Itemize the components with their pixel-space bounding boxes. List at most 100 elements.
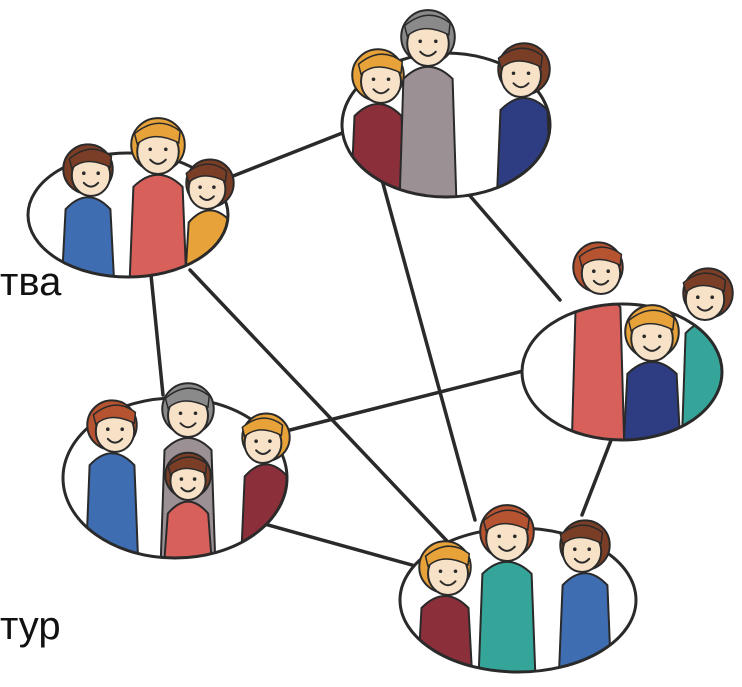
- person-head: [559, 519, 611, 573]
- person-head: [682, 267, 734, 321]
- person-torso: [570, 304, 626, 440]
- person-head: [497, 42, 551, 98]
- person-eye: [254, 439, 258, 443]
- person-torso: [162, 500, 214, 558]
- person-eye: [386, 77, 391, 82]
- person-eye: [587, 547, 591, 551]
- person-eye: [164, 147, 168, 152]
- person-eye: [658, 334, 662, 339]
- person-head: [400, 9, 456, 67]
- person-head: [130, 117, 186, 175]
- person-mouth: [643, 345, 661, 352]
- person-mouth: [199, 195, 215, 202]
- person-eye: [592, 269, 596, 274]
- person-eye: [179, 477, 184, 481]
- person-torso: [128, 173, 188, 277]
- person-fringe: [241, 417, 284, 438]
- connection-lines: [148, 128, 617, 572]
- person-eye: [192, 477, 197, 481]
- connection-line: [148, 263, 165, 397]
- person-fringe: [68, 148, 113, 170]
- person-eye: [434, 39, 438, 44]
- person-fringe: [424, 545, 471, 568]
- person-eye: [513, 534, 517, 539]
- cropped-text-fragment-2: тур: [0, 604, 61, 648]
- person-eye: [511, 71, 516, 76]
- person-eye: [573, 547, 577, 551]
- person-mouth: [255, 449, 271, 456]
- connection-line: [248, 518, 432, 572]
- person-mouth: [573, 557, 591, 564]
- person-mouth: [592, 279, 610, 286]
- connection-line: [380, 178, 477, 522]
- person-eye: [696, 295, 700, 300]
- person-fringe: [497, 47, 544, 70]
- person-eye: [642, 334, 646, 339]
- person-head: [164, 451, 212, 501]
- person-eye: [193, 411, 198, 416]
- person-head: [624, 304, 680, 363]
- person-fringe: [357, 53, 404, 76]
- person-fringe: [578, 246, 623, 268]
- person-head: [241, 412, 291, 465]
- person-eye: [497, 534, 502, 539]
- person-mouth: [439, 580, 457, 587]
- person-head: [185, 158, 235, 211]
- person-mouth: [372, 88, 390, 95]
- person-fringe: [167, 456, 208, 477]
- person-fringe: [185, 163, 228, 184]
- group-right: [520, 241, 734, 442]
- people-groups: [26, 9, 734, 674]
- person-eye: [198, 185, 202, 189]
- person-fringe: [682, 272, 727, 294]
- person-fringe: [627, 309, 675, 333]
- person-head: [86, 399, 138, 453]
- person-eye: [106, 427, 110, 432]
- person-eye: [418, 39, 423, 44]
- person-head: [351, 48, 405, 104]
- connection-line: [226, 128, 352, 180]
- person-fringe: [559, 524, 604, 546]
- person-torso: [477, 560, 537, 672]
- person-fringe: [133, 122, 181, 146]
- person-torso: [416, 595, 474, 672]
- person-eye: [268, 439, 272, 443]
- person-mouth: [419, 50, 437, 57]
- person-mouth: [106, 437, 124, 444]
- person-mouth: [149, 158, 167, 165]
- connection-line: [188, 268, 467, 562]
- person-fringe: [92, 404, 137, 426]
- group-outline: [26, 151, 230, 279]
- person-torso: [398, 65, 458, 197]
- group-outline: [520, 302, 724, 442]
- person-torso: [239, 463, 287, 558]
- person-eye: [178, 411, 183, 416]
- person-head: [479, 504, 535, 563]
- person-head: [572, 241, 624, 295]
- person-fringe: [403, 14, 451, 38]
- person-eye: [96, 171, 100, 175]
- person-eye: [526, 71, 531, 76]
- person-mouth: [179, 422, 197, 429]
- person-torso: [622, 360, 682, 440]
- person-fringe: [164, 387, 211, 410]
- person-eye: [82, 171, 86, 175]
- group-top: [340, 9, 552, 199]
- person-mouth: [512, 82, 530, 89]
- person-eye: [710, 295, 714, 300]
- person-eye: [453, 569, 458, 574]
- group-lower-left: [61, 382, 291, 560]
- person-mouth: [498, 545, 516, 552]
- person-head: [418, 540, 472, 596]
- person-eye: [212, 185, 216, 189]
- person-eye: [438, 569, 443, 574]
- group-upper-left: [26, 117, 235, 279]
- person-mouth: [696, 305, 714, 312]
- connection-line: [580, 428, 617, 517]
- person-torso: [349, 103, 407, 197]
- person-eye: [120, 427, 124, 432]
- person-mouth: [180, 486, 196, 493]
- person-fringe: [482, 509, 530, 533]
- connection-line: [280, 366, 537, 434]
